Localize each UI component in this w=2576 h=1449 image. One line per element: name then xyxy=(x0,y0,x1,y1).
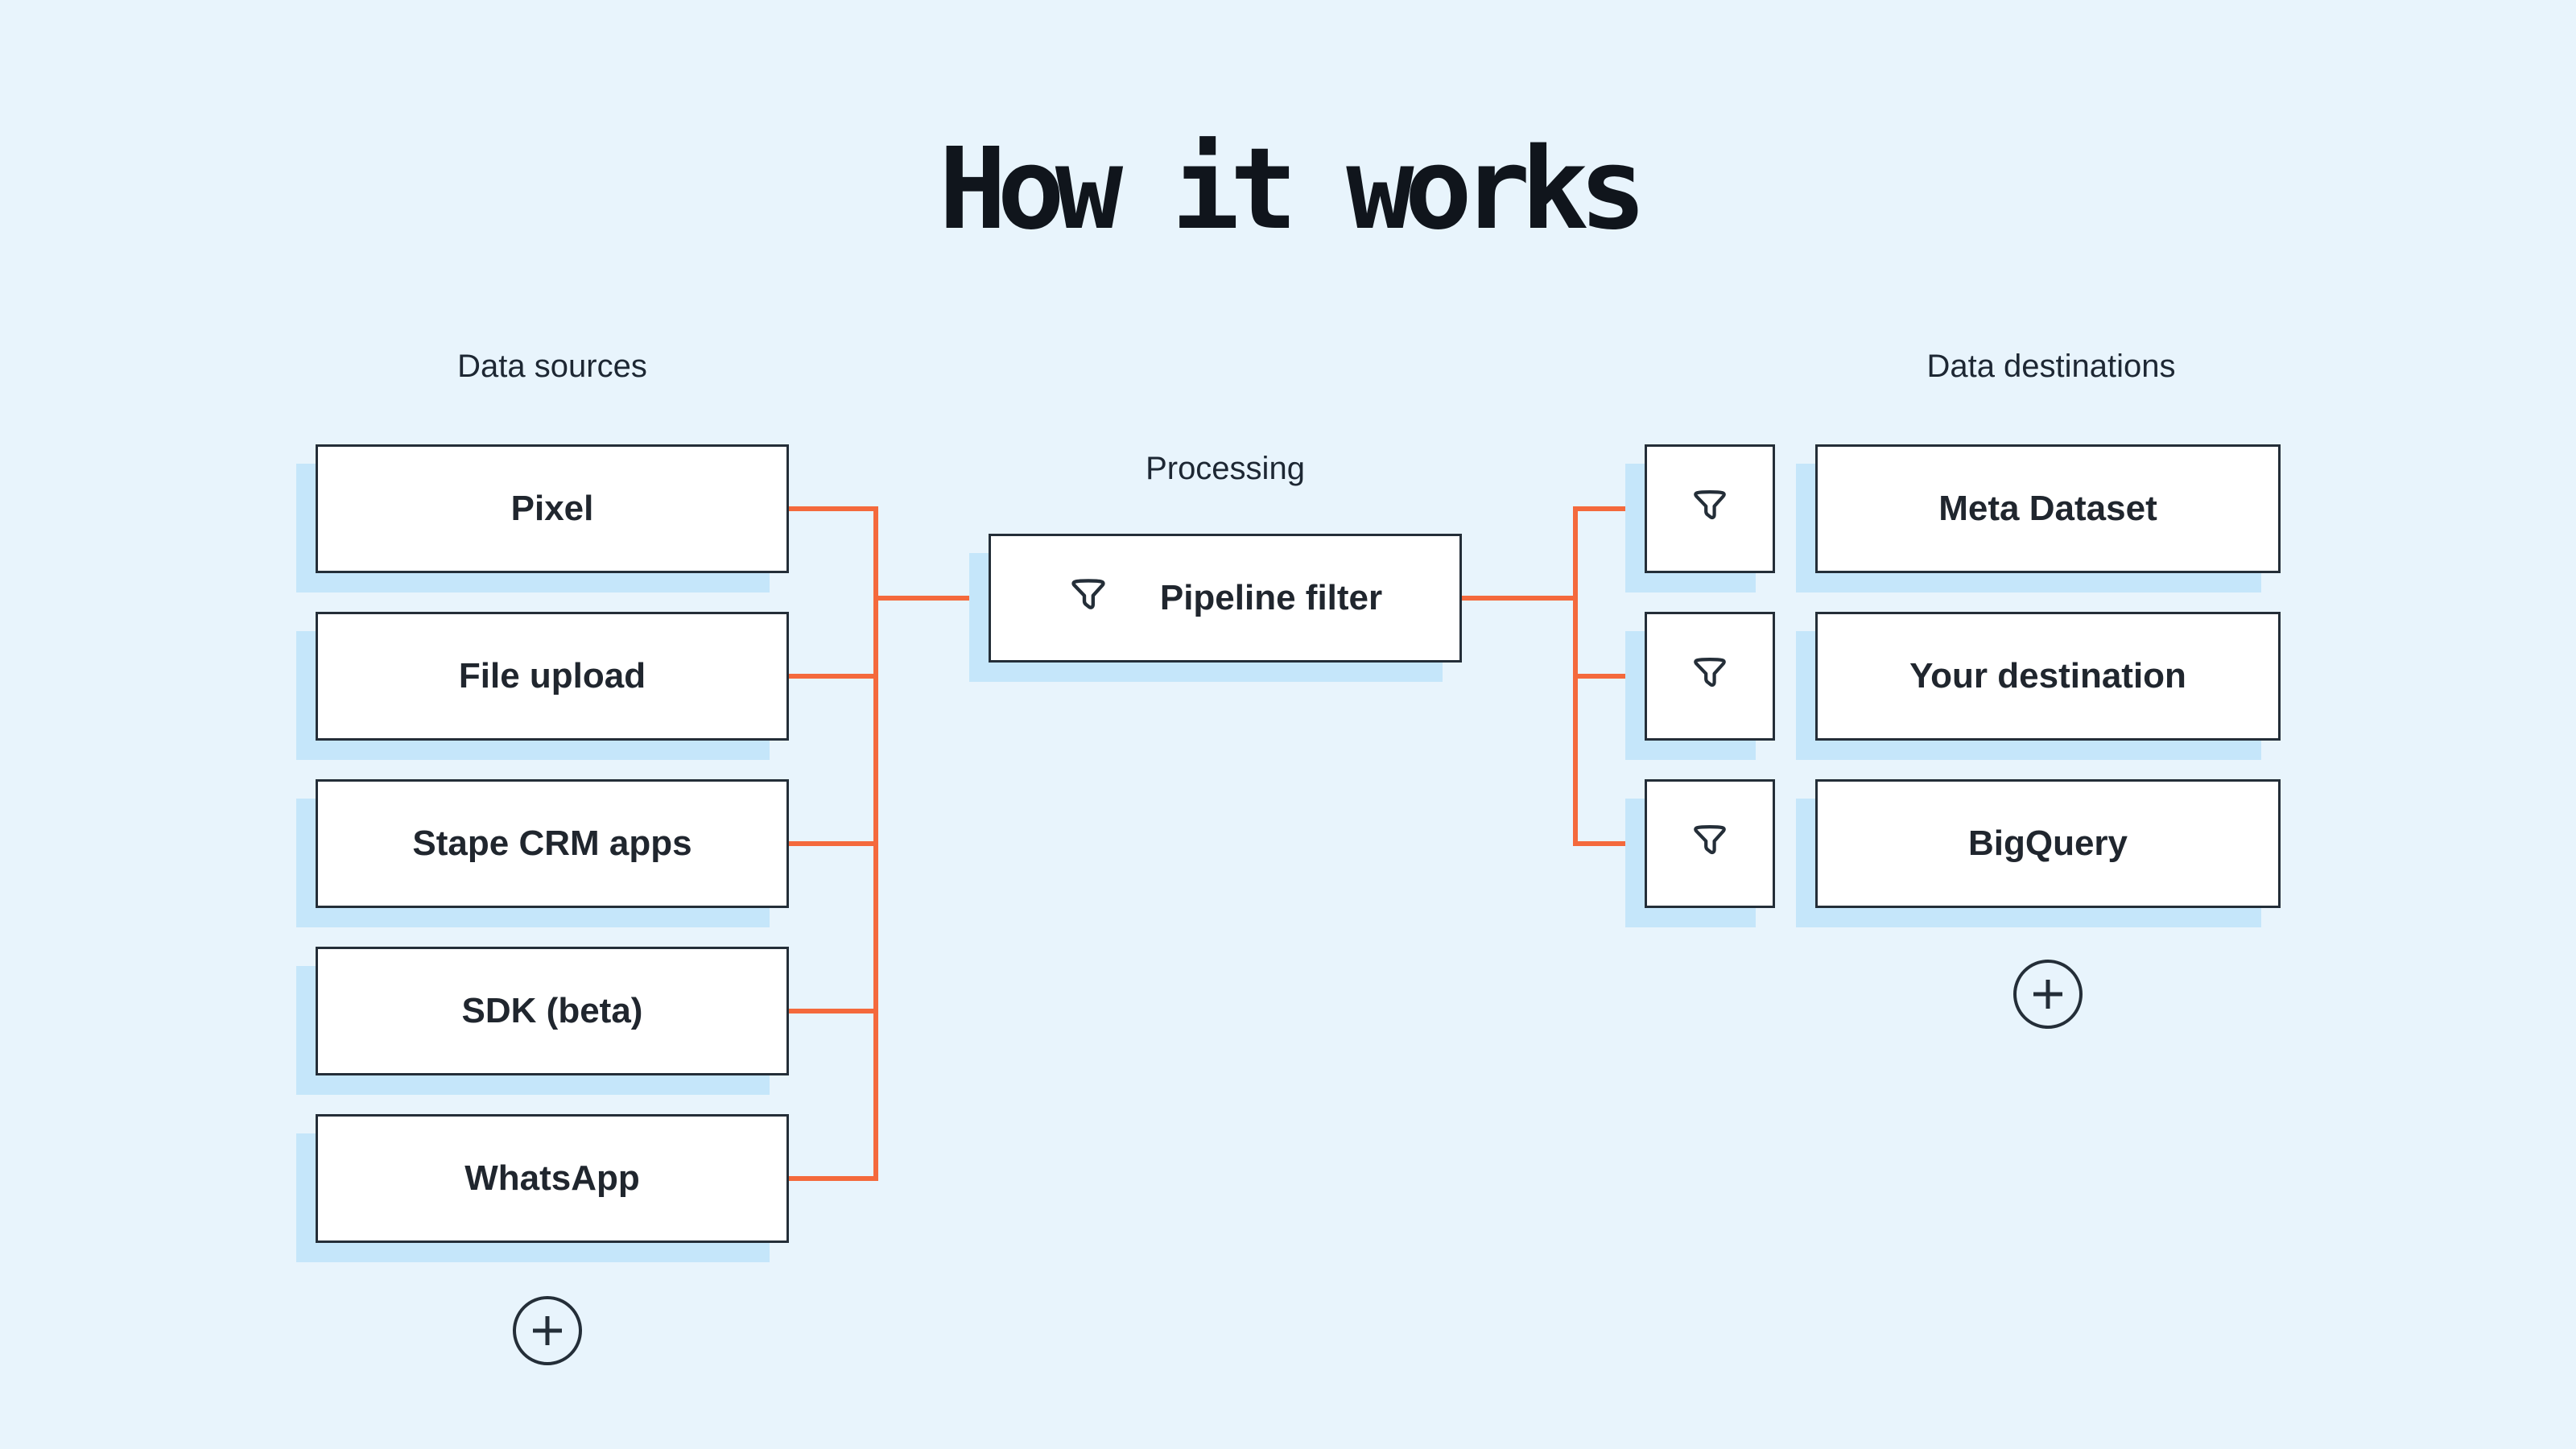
connector-line xyxy=(1573,674,1645,679)
source-node-label: Stape CRM apps xyxy=(412,824,692,863)
connector-line xyxy=(1573,506,1645,511)
pipeline-filter-node: Pipeline filter xyxy=(989,534,1462,663)
destination-node-bigquery: BigQuery xyxy=(1815,779,2281,908)
connector-line xyxy=(789,674,878,679)
destinations-column-label: Data destinations xyxy=(1926,349,2176,384)
funnel-icon xyxy=(1690,653,1729,700)
source-node-label: File upload xyxy=(458,656,646,696)
source-node-file-upload: File upload xyxy=(316,612,789,741)
sources-column-label: Data sources xyxy=(457,349,647,384)
pipeline-filter-label: Pipeline filter xyxy=(1159,578,1383,617)
plus-icon xyxy=(529,1312,566,1349)
source-node-stape-crm-apps: Stape CRM apps xyxy=(316,779,789,908)
source-node-pixel: Pixel xyxy=(316,444,789,573)
processing-column-label: Processing xyxy=(1146,451,1305,486)
destination-node-label: BigQuery xyxy=(1967,824,2128,863)
connector-line xyxy=(1462,596,1578,601)
source-node-label: SDK (beta) xyxy=(461,991,643,1030)
destination-filter-node xyxy=(1645,779,1775,908)
source-node-label: Pixel xyxy=(510,489,594,528)
destination-filter-node xyxy=(1645,612,1775,741)
funnel-icon xyxy=(1068,574,1108,623)
page-title: How it works xyxy=(939,124,1646,255)
connector-line xyxy=(789,841,878,846)
connector-line xyxy=(789,506,878,511)
add-source-button[interactable] xyxy=(513,1296,582,1365)
funnel-icon xyxy=(1690,485,1729,533)
connector-line xyxy=(789,1176,878,1181)
destination-node-your-destination: Your destination xyxy=(1815,612,2281,741)
source-node-label: WhatsApp xyxy=(464,1158,640,1198)
destination-filter-node xyxy=(1645,444,1775,573)
destination-node-meta-dataset: Meta Dataset xyxy=(1815,444,2281,573)
destination-node-label: Meta Dataset xyxy=(1938,489,2157,528)
connector-line xyxy=(873,596,989,601)
plus-icon xyxy=(2029,976,2066,1013)
connector-line xyxy=(789,1009,878,1013)
source-node-whatsapp: WhatsApp xyxy=(316,1114,789,1243)
add-destination-button[interactable] xyxy=(2013,960,2083,1029)
funnel-icon xyxy=(1690,820,1729,868)
destination-node-label: Your destination xyxy=(1909,656,2186,696)
source-node-sdk-beta: SDK (beta) xyxy=(316,947,789,1075)
connector-line xyxy=(1573,841,1645,846)
connector-trunk-left xyxy=(873,506,878,1181)
